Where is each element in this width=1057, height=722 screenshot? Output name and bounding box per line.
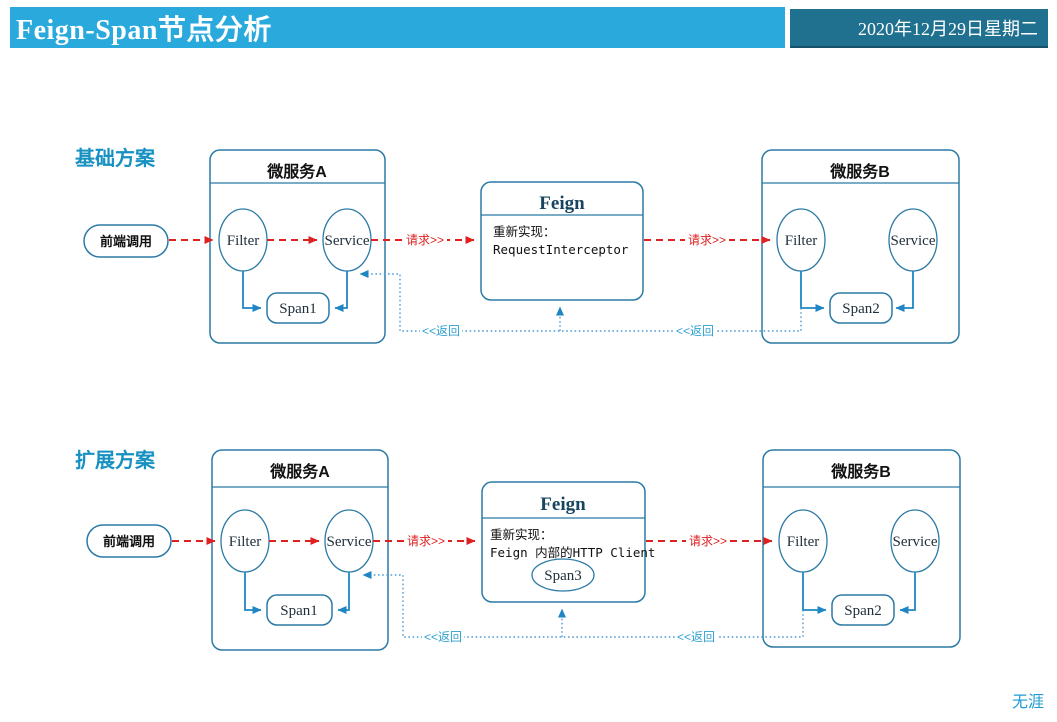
request-label-bg [403, 233, 447, 247]
span1-label: Span1 [279, 301, 317, 317]
date-text: 2020年12月29日星期二 [858, 18, 1038, 39]
microservice-b-box [761, 149, 960, 344]
feign-desc-line2: Feign 内部的HTTP Client [490, 545, 655, 560]
return-label-bg [675, 631, 717, 644]
header-bar: Feign-Span节点分析 [10, 7, 785, 48]
filter-a-label: Filter [229, 534, 262, 550]
service-a-label: Service [325, 233, 370, 249]
request-label-2: 请求>> [688, 233, 726, 247]
section-basic-label: 基础方案 [75, 146, 156, 170]
span2-label: Span2 [842, 301, 880, 317]
span1-node [266, 292, 330, 324]
microservice-a-title: 微服务A [266, 162, 327, 181]
frontend-call-label: 前端调用 [100, 234, 152, 249]
return-label-bg [674, 325, 716, 338]
feign-box [481, 481, 646, 603]
return-label-1: <<返回 [422, 324, 460, 338]
microservice-b-title: 微服务B [829, 162, 890, 181]
request-label-bg [685, 233, 729, 247]
connector-service-a-span1 [337, 572, 350, 614]
filter-b-label: Filter [785, 233, 818, 249]
service-a-label: Service [327, 534, 372, 550]
return-label-2: <<返回 [677, 630, 715, 644]
span3-node [531, 558, 595, 592]
connector-service-b-span2 [899, 572, 916, 614]
span1-node [266, 594, 333, 626]
feign-desc-line1: 重新实现： [493, 224, 556, 239]
request-label-2: 请求>> [689, 534, 727, 548]
feign-title: Feign [540, 494, 586, 515]
microservice-b-box [762, 449, 961, 648]
microservice-a-box [211, 449, 389, 651]
filter-a-label: Filter [227, 233, 260, 249]
frontend-call-node [86, 524, 172, 558]
request-label-1: 请求>> [407, 534, 445, 548]
span2-node [831, 594, 895, 626]
section-extended: 扩展方案 前端调用 微服务A Filter Service Span1 Feig… [75, 448, 961, 651]
microservice-a-box [209, 149, 386, 344]
return-path [362, 571, 804, 638]
span3-label: Span3 [544, 568, 582, 584]
microservice-a-title: 微服务A [269, 462, 330, 481]
signature-watermark: 无涯 [1011, 694, 1044, 711]
feign-box [480, 181, 644, 301]
span1-label: Span1 [280, 603, 318, 619]
connector-service-a-span1 [334, 271, 348, 312]
microservice-b-title: 微服务B [830, 462, 891, 481]
date-box: 2020年12月29日星期二 [790, 9, 1048, 48]
service-b-label: Service [893, 534, 938, 550]
section-basic: 基础方案 前端调用 微服务A Filter Service Span1 Feig… [75, 146, 960, 344]
service-b-label: Service [891, 233, 936, 249]
page-title: Feign-Span节点分析 [16, 14, 272, 46]
frontend-call-label: 前端调用 [103, 534, 155, 549]
return-label-1: <<返回 [424, 630, 462, 644]
request-label-bg [404, 534, 448, 548]
return-label-bg [420, 325, 462, 338]
connector-filter-a-span1 [244, 572, 262, 614]
span2-node [829, 292, 893, 324]
connector-service-b-span2 [895, 271, 914, 312]
return-label-2: <<返回 [676, 324, 714, 338]
request-label-1: 请求>> [406, 233, 444, 247]
request-label-bg [686, 534, 730, 548]
filter-b-label: Filter [787, 534, 820, 550]
feign-desc-line1: 重新实现： [490, 527, 553, 542]
section-extended-label: 扩展方案 [75, 448, 156, 472]
connector-filter-a-span1 [242, 271, 262, 312]
feign-title: Feign [539, 193, 585, 214]
feign-desc-line2: RequestInterceptor [493, 242, 629, 257]
return-label-bg [422, 631, 464, 644]
span2-label: Span2 [844, 603, 882, 619]
frontend-call-node [83, 224, 169, 258]
